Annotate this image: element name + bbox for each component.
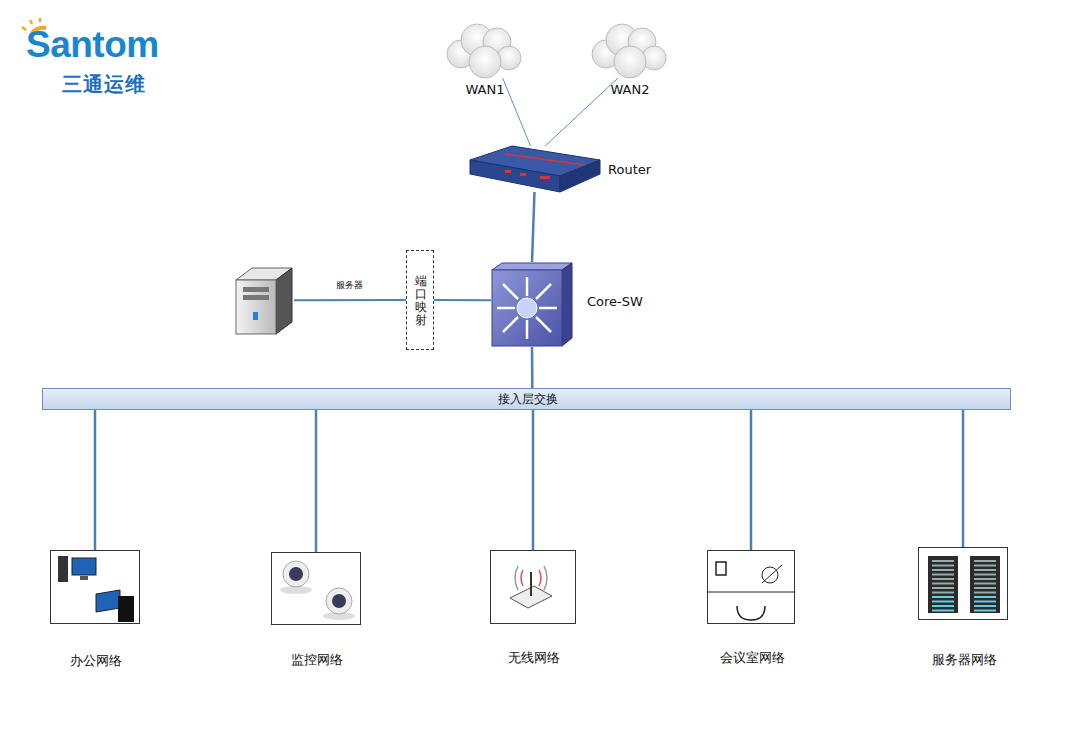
connector <box>750 410 753 550</box>
node-label: 会议室网络 <box>720 649 785 667</box>
cloud: WAN2 <box>590 22 670 78</box>
core-switch-icon <box>492 263 572 346</box>
node-label: 端口映射 <box>415 275 427 328</box>
node-label: 监控网络 <box>291 651 343 669</box>
connector <box>532 410 535 550</box>
connector <box>503 78 531 146</box>
cloud: WAN1 <box>445 22 525 78</box>
server-icon <box>236 268 292 334</box>
rack-icon <box>928 556 1000 613</box>
node-label: 办公网络 <box>70 652 122 670</box>
rack-leds <box>932 560 996 612</box>
cloud <box>447 24 666 78</box>
connector <box>962 410 965 547</box>
logo-text: Santom <box>26 24 159 66</box>
conference-icon <box>708 562 794 620</box>
office-box: 办公网络 <box>50 550 140 624</box>
connector <box>545 78 618 146</box>
router: Router <box>468 146 601 192</box>
node-label: 服务器 <box>336 279 363 292</box>
server-room-box: 服务器网络 <box>918 547 1008 620</box>
meeting-box: 会议室网络 <box>707 550 795 624</box>
camera-box: 监控网络 <box>271 552 361 625</box>
node-label: Router <box>608 162 651 177</box>
node-label: 服务器网络 <box>932 651 997 669</box>
camera-icon <box>280 561 355 620</box>
core-switch: Core-SW <box>491 262 573 347</box>
access-band: 接入层交换 <box>42 388 1011 410</box>
connector <box>434 299 491 301</box>
node-label: WAN2 <box>610 82 649 97</box>
node-label: WAN1 <box>465 82 504 97</box>
connector <box>531 347 534 388</box>
logo-subtitle: 三通运维 <box>62 71 146 98</box>
server: 服务器 <box>234 267 294 335</box>
wifi-box: 无线网络 <box>490 550 576 624</box>
node-label: 无线网络 <box>508 649 560 667</box>
wifi-ap-icon <box>510 566 552 608</box>
pc-icon <box>58 556 134 622</box>
connector <box>94 410 97 550</box>
connector <box>532 192 535 262</box>
port-mapping-box: 端口映射 <box>406 250 434 350</box>
node-label: 接入层交换 <box>498 391 558 408</box>
connector <box>294 299 406 301</box>
node-label: Core-SW <box>587 294 643 309</box>
router-icon <box>470 146 600 192</box>
connector <box>315 410 318 552</box>
